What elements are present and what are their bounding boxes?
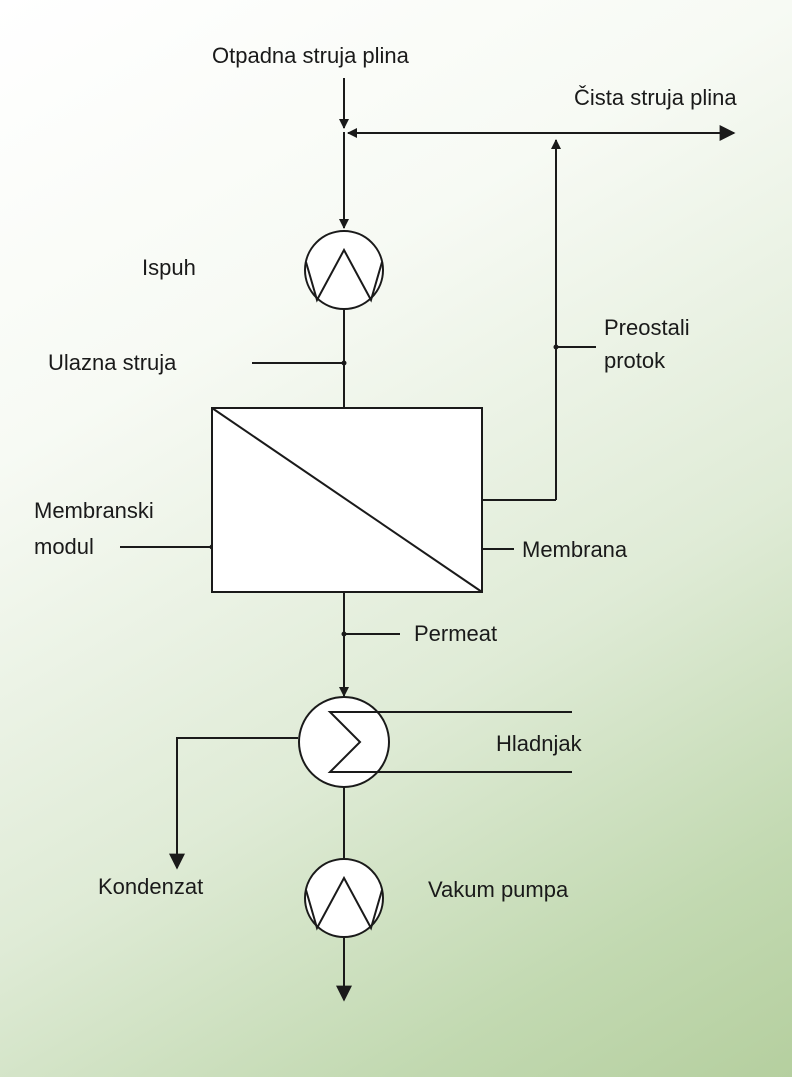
label-membrane-module-line1: Membranski xyxy=(34,498,154,523)
label-vacuum-pump: Vakum pumpa xyxy=(428,877,569,902)
label-retentate-line2: protok xyxy=(604,348,666,373)
label-inlet-stream: Ulazna struja xyxy=(48,350,177,375)
condensate-line xyxy=(169,737,298,870)
membrane-module xyxy=(211,407,483,593)
label-cooler: Hladnjak xyxy=(496,731,583,756)
label-exhaust-fan: Ispuh xyxy=(142,255,196,280)
label-condensate: Kondenzat xyxy=(98,874,203,899)
label-membrane-module-line2: modul xyxy=(34,534,94,559)
heat-exchanger-icon xyxy=(298,696,390,788)
pump-icon xyxy=(304,858,384,938)
membrane-diagonal xyxy=(211,407,483,593)
label-permeate: Permeat xyxy=(414,621,497,646)
fan-icon xyxy=(304,230,384,310)
label-clean-gas-stream: Čista struja plina xyxy=(574,85,737,110)
label-retentate-line1: Preostali xyxy=(604,315,690,340)
label-waste-gas-stream: Otpadna struja plina xyxy=(212,43,410,68)
label-membrane: Membrana xyxy=(522,537,628,562)
